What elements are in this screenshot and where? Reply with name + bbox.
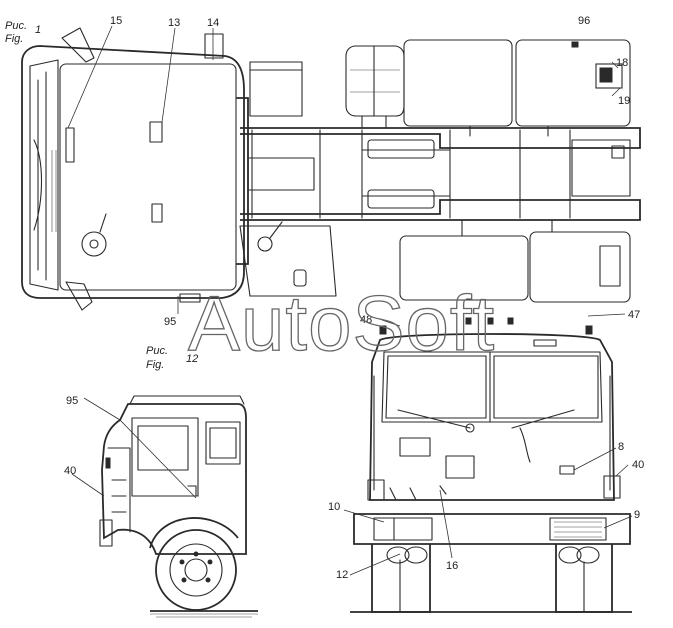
callout-18: 18 xyxy=(616,57,628,69)
leader-lines xyxy=(67,25,633,576)
figure-label-1: Рис. 1 Fig. xyxy=(5,20,41,45)
callout-19: 19 xyxy=(618,95,630,107)
figure-1-en: Fig. xyxy=(5,33,23,45)
callout-40-side: 40 xyxy=(64,465,76,477)
callout-40-front: 40 xyxy=(632,459,644,471)
callout-95-top: 95 xyxy=(164,316,176,328)
callout-47: 47 xyxy=(628,309,640,321)
callout-numbers: 15 13 14 96 18 19 95 48 47 95 40 8 40 10… xyxy=(64,15,644,581)
figure-1-number: 1 xyxy=(35,24,41,36)
callout-96: 96 xyxy=(578,15,590,27)
top-view-truck xyxy=(21,27,641,311)
callout-12: 12 xyxy=(336,569,348,581)
top-view-tanks xyxy=(249,39,631,137)
side-view-truck xyxy=(99,395,258,618)
figure-12-en: Fig. xyxy=(146,359,164,371)
top-view-cab xyxy=(21,27,249,311)
callout-95-side: 95 xyxy=(66,395,78,407)
callout-13: 13 xyxy=(168,17,180,29)
top-view-frame xyxy=(240,127,641,221)
figure-12-number: 12 xyxy=(186,353,198,365)
callout-14: 14 xyxy=(207,17,219,29)
callout-16: 16 xyxy=(446,560,458,572)
callout-10: 10 xyxy=(328,501,340,513)
figure-label-12: Рис. 12 Fig. xyxy=(146,345,198,371)
callout-48: 48 xyxy=(360,314,372,326)
front-view-truck xyxy=(350,317,632,613)
callout-8: 8 xyxy=(618,441,624,453)
figure-1-ru: Рис. xyxy=(5,20,27,32)
watermark: AutoSoft xyxy=(188,279,495,367)
top-view-lower-boxes xyxy=(239,139,631,303)
figure-12-ru: Рис. xyxy=(146,345,168,357)
callout-9: 9 xyxy=(634,509,640,521)
callout-15: 15 xyxy=(110,15,122,27)
